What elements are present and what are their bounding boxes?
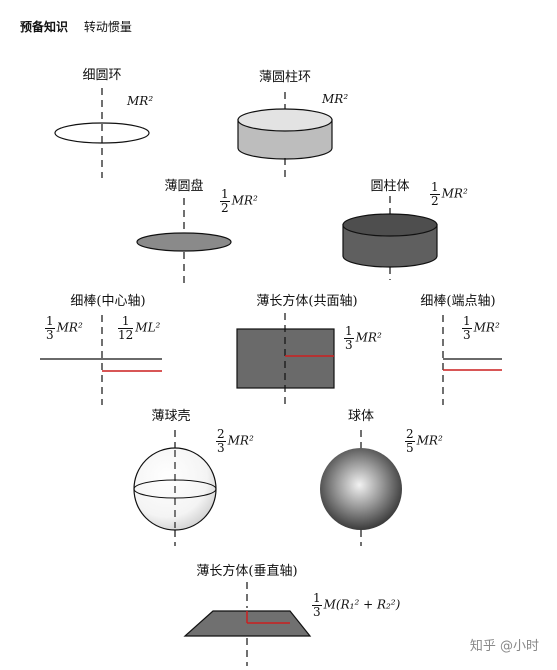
plate-face-figure <box>236 313 335 405</box>
shell-label: 薄球壳 <box>151 409 191 424</box>
disk-label: 薄圆盘 <box>164 179 204 194</box>
ring-formula: MR² <box>127 94 154 108</box>
breadcrumb: 预备知识 转动惯量 <box>20 18 132 35</box>
rod-center-label: 细棒(中心轴) <box>70 294 146 309</box>
rod-end-label: 细棒(端点轴) <box>420 294 496 309</box>
plate-perp-figure <box>183 582 312 666</box>
plate-perp-label: 薄长方体(垂直轴) <box>196 564 298 579</box>
ring-label: 细圆环 <box>82 68 122 83</box>
cylinder-figure <box>342 196 438 280</box>
breadcrumb-topic: 转动惯量 <box>83 20 132 34</box>
sphere-label: 球体 <box>347 409 375 424</box>
ring-figure <box>54 88 150 178</box>
cylinder-label: 圆柱体 <box>370 179 410 194</box>
breadcrumb-section: 预备知识 <box>20 20 69 34</box>
disk-figure <box>136 198 232 285</box>
spherical-shell-figure <box>133 430 217 546</box>
cylinder-shell-figure <box>237 92 333 178</box>
rod-end-figure <box>442 315 502 405</box>
plate-face-label: 薄长方体(共面轴) <box>256 294 358 309</box>
rod-center-figure <box>40 315 162 405</box>
cylinder-shell-label: 薄圆柱环 <box>258 70 312 85</box>
solid-sphere-figure <box>320 430 402 546</box>
watermark: 知乎 @小时 <box>469 639 539 654</box>
cylinder-shell-formula: MR² <box>322 92 349 106</box>
